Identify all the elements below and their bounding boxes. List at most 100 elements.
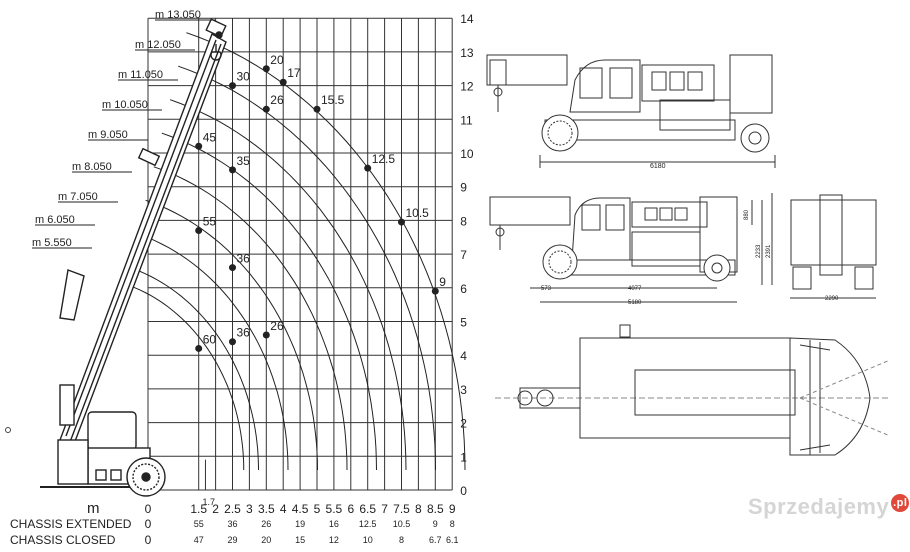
load-point [364,164,372,172]
side-view-drawing-middle [489,193,877,303]
table-cell: 36 [227,519,237,529]
boom-arcs [125,32,466,471]
x-tick-label: 7.5 [393,502,410,516]
table-cell: 26 [261,519,271,529]
boom-length-label: m 7.050 [58,191,98,203]
hook-icon [210,44,222,61]
x-tick-label: 5 [314,502,321,516]
table-cell: 55 [194,519,204,529]
boom-length-label: m 10.050 [102,99,148,111]
table-cell: 12.5 [359,519,377,529]
table-row-label: CHASSIS CLOSED [10,533,116,547]
y-tick-label: 11 [460,113,473,127]
crane-side-illustration [40,18,227,497]
load-point [262,65,270,73]
x-tick-label: 4 [280,502,287,516]
x-tick-label: 2.5 [224,502,241,516]
x-tick-label: 8.5 [427,502,444,516]
dim-2290: 2290 [825,296,839,302]
dim-2233: 2233 [756,244,762,258]
load-point-label: 15.5 [321,93,345,107]
x-tick-label: 9 [449,502,456,516]
load-point-label: 35 [237,154,251,168]
x-tick-label: 3.5 [258,502,275,516]
x-tick-label: 8 [415,502,422,516]
dim-5180: 5180 [628,300,642,306]
y-tick-label: 4 [460,349,467,363]
y-tick-label: 10 [460,147,474,161]
load-point-label: 10.5 [406,206,430,220]
unit-label-m: m [87,500,100,517]
table-cell: 16 [329,519,339,529]
boom-arc [169,99,407,471]
wheel [542,244,578,280]
table-row-label: CHASSIS EXTENDED [10,517,132,531]
x-tick-label: 3 [246,502,253,516]
boom-length-label: m 5.550 [32,237,72,249]
x-tick-label: 5.5 [326,502,343,516]
load-point-label: 60 [203,332,217,346]
boom-arc [145,199,318,471]
x-tick-label: 2 [212,502,219,516]
table-cell: 0 [145,517,152,531]
load-point [229,264,236,272]
y-tick-label: 6 [460,282,467,296]
table-cell: 10.5 [393,519,411,529]
y-tick-label: 0 [460,484,467,498]
boom-arc [153,166,348,471]
dim-6180: 6180 [650,163,666,170]
cab [87,411,137,451]
load-point [262,105,270,113]
boom-arc [129,266,259,471]
y-tick-label: 8 [460,214,467,228]
y-tick-label: 5 [460,316,467,330]
boom-length-label: m 9.050 [88,129,128,141]
y-tick-label: 3 [460,383,467,397]
load-point [262,331,270,339]
x-tick-label: 1.5 [190,502,207,516]
table-cell: 15 [295,535,305,545]
x-tick-label: 6.5 [359,502,376,516]
load-point [279,78,287,86]
table-cell: 20 [261,535,271,545]
y-tick-label: 13 [460,46,474,60]
boom-arc [125,283,245,470]
boom-arc [161,132,377,471]
y-tick-label: 1 [460,450,467,464]
load-point-label: 17 [287,66,301,80]
x-tick-label: 6 [347,502,354,516]
table-cell: 12 [329,535,339,545]
wheel [541,114,579,152]
load-point-label: 20 [270,53,284,67]
boom-arc [137,233,289,471]
load-point-label: 26 [270,319,284,333]
load-point [195,142,203,150]
boom-arc [178,65,436,471]
x-tick-label: 4.5 [292,502,309,516]
table-cell: 19 [295,519,305,529]
load-point-label: 36 [237,326,251,340]
boom-length-label: m 13.050 [155,9,201,21]
load-point [229,338,236,346]
watermark-logo: Sprzedajemy.pl [748,494,910,519]
table-cell: 6.1 [446,535,459,545]
y-tick-label: 2 [460,417,467,431]
plan-view-drawing [495,324,891,456]
table-cell: 8 [450,519,455,529]
wheel [703,254,731,282]
x-tick-label: 0 [145,502,152,516]
load-point [398,218,405,226]
dim-573: 573 [541,286,552,292]
load-point [229,166,236,174]
y-tick-label: 12 [460,80,474,94]
load-point-label: 26 [270,93,284,107]
table-cell: 6.7 [429,535,442,545]
x-tick-label: 7 [381,502,388,516]
load-point-label: 30 [237,70,251,84]
table-cell: 10 [363,535,373,545]
y-tick-label: 7 [460,248,467,262]
load-point [313,105,321,113]
boom-length-label: m 8.050 [72,161,112,173]
